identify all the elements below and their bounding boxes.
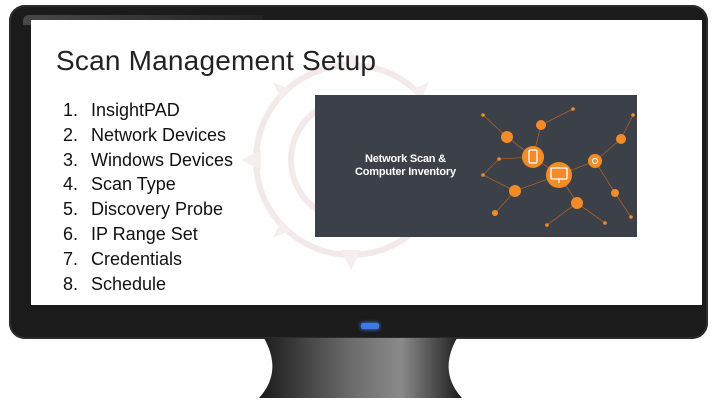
list-item: 7. Credentials (63, 247, 233, 272)
network-scan-banner: Network Scan & Computer Inventory (315, 95, 637, 237)
setup-steps-list: 1. InsightPAD 2. Network Devices 3. Windows… (63, 98, 233, 296)
item-label: Windows Devices (91, 149, 234, 170)
item-label: Network Devices (91, 124, 227, 145)
item-label: Discovery Probe (91, 199, 224, 220)
item-number: 3. (63, 149, 79, 170)
monitor-stand (259, 338, 462, 398)
item-label: Schedule (91, 273, 167, 294)
item-label: Scan Type (91, 174, 176, 195)
banner-line-1: Network Scan & (364, 153, 446, 165)
item-label: InsightPAD (91, 100, 180, 120)
item-number: 7. (63, 248, 79, 269)
monitor-frame: Scan Management Setup 1. InsightPAD 2. Net… (9, 5, 708, 339)
item-label: IP Range Set (91, 223, 198, 244)
item-label: Credentials (91, 248, 183, 269)
list-item: 8. Schedule (63, 272, 233, 297)
banner-line-2: Computer Inventory (355, 166, 456, 178)
item-number: 1. (63, 100, 79, 120)
gear-icon (588, 134, 626, 168)
banner-caption: Network Scan & Computer Inventory (355, 153, 456, 179)
slide-title: Scan Management Setup (56, 45, 377, 76)
server-icon (492, 185, 619, 216)
item-number: 6. (63, 223, 79, 244)
monitor-icon (546, 162, 572, 188)
cloud-icon (501, 120, 546, 143)
list-item: 4. Scan Type (63, 172, 233, 197)
list-item: 6. IP Range Set (63, 222, 233, 247)
network-graph-illustration (481, 107, 635, 227)
list-item: 2. Network Devices (63, 123, 233, 148)
item-number: 5. (63, 199, 79, 220)
list-item: 1. InsightPAD (63, 98, 233, 123)
power-led-icon (361, 323, 379, 329)
item-number: 8. (63, 273, 79, 294)
item-number: 4. (63, 174, 79, 195)
list-item: 3. Windows Devices (63, 148, 233, 173)
slide-screen: Scan Management Setup 1. InsightPAD 2. Net… (31, 20, 702, 305)
list-item: 5. Discovery Probe (63, 197, 233, 222)
item-number: 2. (63, 124, 79, 145)
mobile-phone-icon (522, 146, 544, 168)
